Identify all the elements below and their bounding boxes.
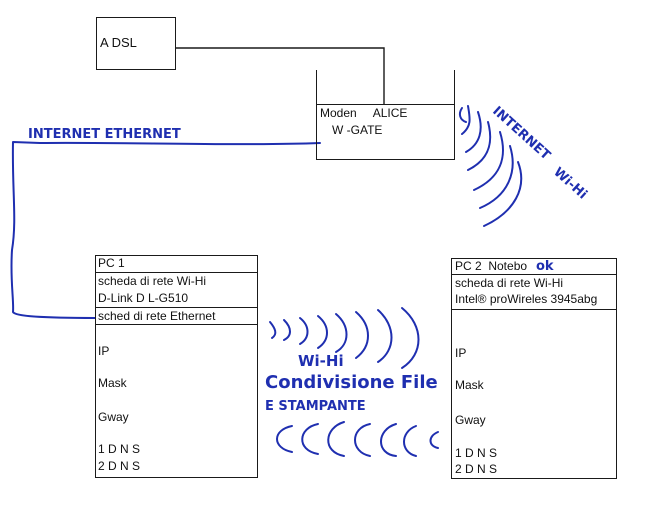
pc1-divider-2 (95, 307, 258, 308)
pc1-box (95, 255, 258, 478)
adsl-to-modem-connector (175, 47, 385, 104)
adsl-box (96, 17, 176, 70)
pc1-dns2-label: 2 D N S (98, 459, 141, 473)
modem-box (316, 70, 455, 160)
pc2-wifi-card-line-1: scheda di rete Wi-Hi (455, 276, 564, 290)
internet-ethernet-label: INTERNET ETHERNET (28, 127, 181, 142)
ok-annotation: ok (536, 259, 554, 274)
pc2-title: PC 2 Notebo (455, 259, 528, 273)
modem-line-2: W -GATE (332, 123, 383, 137)
wifi-label: Wi-Hi (298, 352, 344, 370)
pc1-ip-label: IP (98, 344, 110, 358)
pc1-ethernet-card: sched di rete Ethernet (98, 309, 216, 323)
pc2-gway-label: Gway (455, 413, 486, 427)
pc1-dns1-label: 1 D N S (98, 442, 141, 456)
pc1-divider-1 (95, 272, 258, 273)
modem-top-line (316, 104, 455, 105)
pc2-dns1-label: 1 D N S (455, 446, 498, 460)
modem-line-1: Moden ALICE (320, 106, 408, 120)
file-sharing-label: Condivisione File (265, 372, 438, 393)
pc2-dns2-label: 2 D N S (455, 462, 498, 476)
pc2-divider-2 (451, 309, 617, 310)
pc1-title: PC 1 (98, 256, 125, 270)
pc2-wifi-waves (276, 421, 439, 457)
internet-wifi-label-2: Wi-Hi (550, 165, 589, 203)
pc2-ip-label: IP (455, 346, 467, 360)
printer-sharing-label: E STAMPANTE (265, 399, 366, 414)
pc1-gway-label: Gway (98, 410, 129, 424)
pc1-divider-3 (95, 324, 258, 325)
internet-wifi-label: INTERNET (489, 104, 553, 163)
modem-wifi-waves (458, 105, 523, 227)
adsl-label: A DSL (100, 35, 137, 50)
pc1-wifi-waves (269, 307, 420, 369)
pc2-wifi-card-line-2: Intel® proWireles 3945abg (455, 292, 598, 306)
pc1-wifi-card-line-1: scheda di rete Wi-Hi (98, 274, 207, 288)
pc2-mask-label: Mask (455, 378, 484, 392)
pc2-divider-1 (451, 274, 617, 275)
pc2-box (451, 258, 617, 479)
ethernet-cable (10, 141, 321, 319)
pc1-wifi-card-line-2: D-Link D L-G510 (98, 291, 189, 305)
pc1-mask-label: Mask (98, 376, 127, 390)
